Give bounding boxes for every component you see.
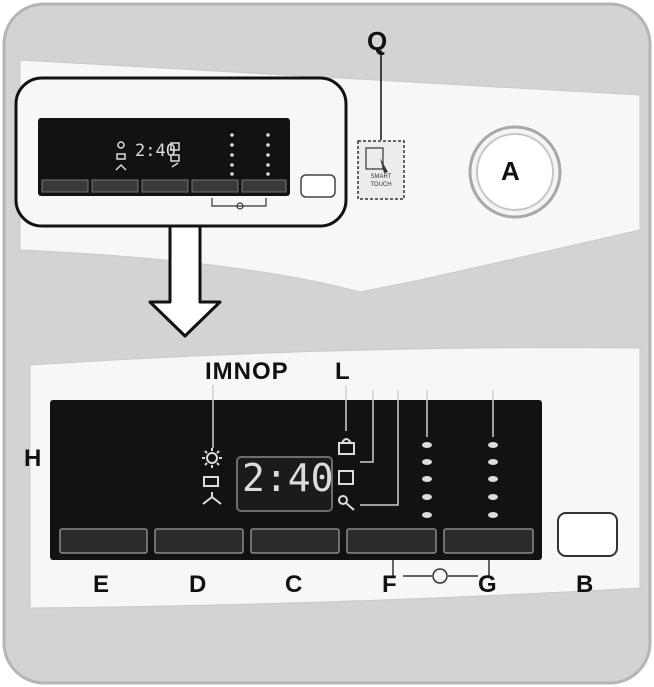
button-e <box>59 528 148 554</box>
button-d <box>154 528 244 554</box>
sun-icon <box>206 452 218 464</box>
mini-display-panel <box>38 118 290 196</box>
label-l: L <box>335 358 350 385</box>
button-c <box>250 528 340 554</box>
mini-button-b <box>300 174 336 198</box>
led-column-right <box>488 442 498 518</box>
mini-button-f <box>191 179 239 193</box>
smart-touch-label-2: TOUCH <box>370 182 392 188</box>
status-icons-right <box>338 438 355 511</box>
smart-touch-icon <box>357 140 405 200</box>
button-f <box>346 528 437 554</box>
label-q: Q <box>367 26 388 56</box>
label-a: A <box>501 156 520 186</box>
status-icons-left <box>202 448 222 505</box>
zoom-arrow <box>148 222 222 338</box>
label-b: B <box>576 571 594 598</box>
label-c: C <box>285 571 303 598</box>
mini-button-e <box>41 179 89 193</box>
mini-key-lock-bracket <box>211 198 267 207</box>
smart-touch-label-1: SMART <box>370 174 392 180</box>
main-time-display: 2:40 <box>242 456 334 500</box>
label-h: H <box>24 445 42 472</box>
wrench-icon <box>338 495 348 505</box>
label-g: G <box>478 571 497 598</box>
label-e: E <box>93 571 110 598</box>
label-d: D <box>189 571 207 598</box>
leader-lines <box>212 385 494 506</box>
label-f: F <box>382 571 397 598</box>
button-b <box>557 512 618 557</box>
time-display-frame <box>236 456 333 512</box>
detergent-icon <box>338 470 354 485</box>
label-group-imnop: IMNOP <box>205 358 289 385</box>
mini-button-c <box>141 179 189 193</box>
lock-icon <box>338 442 355 455</box>
mini-button-d <box>91 179 139 193</box>
tub-icon <box>203 476 219 487</box>
mini-time-display: 2:40 <box>135 141 176 161</box>
mini-status-icons <box>115 141 180 171</box>
button-g <box>443 528 534 554</box>
key-lock-link <box>392 560 490 584</box>
led-column-left <box>422 442 432 518</box>
mini-button-g <box>241 179 287 193</box>
